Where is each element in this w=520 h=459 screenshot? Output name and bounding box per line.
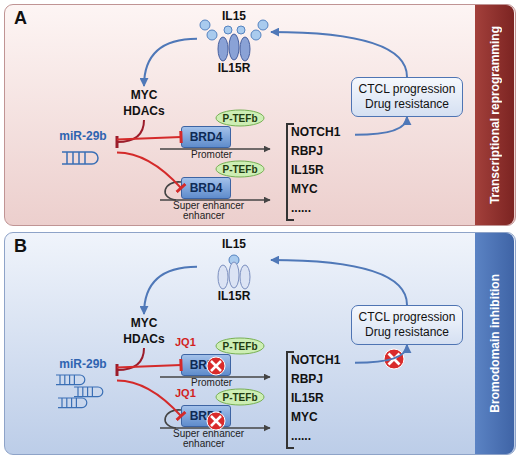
panel-letter: B — [14, 236, 27, 257]
side-band: Bromodomain inhibition — [475, 233, 514, 454]
drug-label: JQ1 — [175, 336, 196, 348]
regulator-group: MYCHDACs — [119, 314, 169, 348]
ptefb-ellipse: P-TEFb — [215, 109, 265, 127]
drug-label: JQ1 — [175, 387, 196, 399]
activation-arrow — [144, 39, 197, 86]
outcome-box: CTCL progression Drug resistance — [351, 77, 463, 117]
gene-list: NOTCH1RBPJIL15RMYC...... — [291, 123, 355, 221]
receptor: IL15IL15R — [197, 9, 271, 75]
mirna-name: miR-29b — [49, 357, 117, 371]
inhibition-line — [117, 380, 181, 416]
inhibition-line — [117, 137, 181, 139]
region-label: Super enhancer — [173, 429, 244, 439]
region-label: enhancer — [183, 439, 225, 449]
gene-name: RBPJ — [291, 370, 355, 389]
outcome-box: CTCL progression Drug resistance — [351, 305, 463, 345]
complex-name: P-TEFb — [223, 341, 258, 352]
mirna: miR-29b — [49, 129, 117, 181]
side-band: Transcriptional reprogramming — [475, 5, 514, 225]
outcome-text: CTCL progression Drug resistance — [356, 82, 458, 112]
inhibition-line — [117, 120, 144, 142]
gene-name: NOTCH1 — [291, 351, 355, 370]
activation-arrow — [271, 32, 407, 77]
gene-name: NOTCH1 — [291, 123, 355, 142]
protein-name: BRD4 — [190, 130, 223, 144]
receptor-name: IL15R — [218, 289, 251, 303]
inhibition-line — [117, 365, 181, 367]
regulator-group: MYCHDACs — [119, 86, 169, 120]
mirna: miR-29b — [49, 357, 117, 409]
gene-name: MYC — [291, 408, 355, 427]
gene-name: ...... — [291, 199, 355, 218]
regulator-name: MYC — [131, 87, 158, 103]
inhibition-line — [117, 152, 181, 188]
gene-list: NOTCH1RBPJIL15RMYC...... — [291, 351, 355, 449]
panel: BBromodomain inhibitionIL15IL15RMYCHDACs… — [4, 232, 516, 455]
brd4-box: BRD4 — [181, 405, 231, 427]
activation-arrow — [271, 260, 407, 305]
panel-letter: A — [14, 8, 27, 29]
protein-name: BRD4 — [190, 181, 223, 195]
activation-arrow — [144, 267, 197, 314]
gene-name: RBPJ — [291, 142, 355, 161]
ptefb-shape — [216, 161, 264, 177]
gene-name: IL15R — [291, 161, 355, 180]
ptefb-ellipse: P-TEFb — [215, 160, 265, 178]
ptefb-ellipse: P-TEFb — [215, 388, 265, 406]
ptefb-shape — [216, 389, 264, 405]
regulator-name: MYC — [131, 315, 158, 331]
inhibition-line — [117, 348, 144, 370]
ligand-name: IL15 — [222, 9, 246, 23]
brd4-box: BRD4 — [181, 126, 231, 148]
brd4-box: BRD4 — [181, 354, 231, 376]
ptefb-shape — [216, 338, 264, 354]
ligand-name: IL15 — [222, 237, 246, 251]
outcome-text: CTCL progression Drug resistance — [356, 310, 458, 340]
gene-name: MYC — [291, 180, 355, 199]
region-label: Super enhancer — [173, 201, 244, 211]
mirna-name: miR-29b — [49, 129, 117, 143]
complex-name: P-TEFb — [223, 113, 258, 124]
band-title: Transcriptional reprogramming — [488, 26, 502, 204]
protein-name: BRD4 — [190, 409, 223, 423]
ptefb-ellipse: P-TEFb — [215, 337, 265, 355]
activation-arrow — [355, 117, 407, 135]
band-title: Bromodomain inhibition — [488, 274, 502, 413]
gene-name: ...... — [291, 427, 355, 446]
region-label: Promoter — [191, 378, 232, 388]
protein-name: BRD4 — [190, 358, 223, 372]
receptor-name: IL15R — [218, 61, 251, 75]
gene-name: IL15R — [291, 389, 355, 408]
region-label: enhancer — [183, 211, 225, 221]
ptefb-shape — [216, 110, 264, 126]
regulator-name: HDACs — [123, 331, 164, 347]
receptor: IL15IL15R — [197, 237, 271, 303]
panel: ATranscriptional reprogrammingIL15IL15RM… — [4, 4, 516, 226]
activation-arrow — [355, 345, 407, 363]
brd4-box: BRD4 — [181, 177, 231, 199]
regulator-name: HDACs — [123, 103, 164, 119]
complex-name: P-TEFb — [223, 164, 258, 175]
complex-name: P-TEFb — [223, 392, 258, 403]
region-label: Promoter — [191, 150, 232, 160]
